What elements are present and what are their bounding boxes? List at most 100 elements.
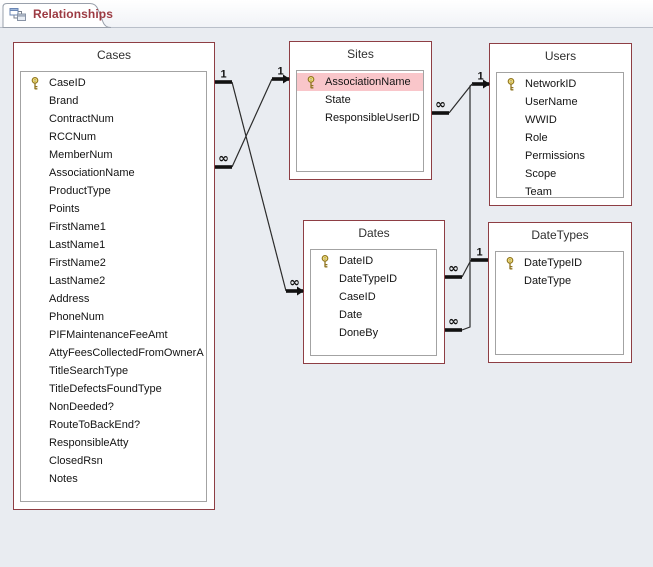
field-name: DateTypeID (524, 257, 583, 269)
table-box-sites[interactable]: Sites AssociationName State ResponsibleU… (289, 41, 432, 180)
field-name: DateTypeID (339, 273, 398, 285)
table-title: Users (544, 49, 577, 63)
field-name: Points (49, 203, 80, 215)
field-row[interactable]: LastName1 (21, 236, 206, 254)
field-row[interactable]: DoneBy (311, 324, 436, 342)
field-name: Address (49, 293, 90, 305)
field-row[interactable]: State (297, 91, 423, 109)
field-row[interactable]: Role (497, 129, 623, 147)
field-name: AssociationName (325, 76, 411, 88)
field-row[interactable]: FirstName2 (21, 254, 206, 272)
table-box-users[interactable]: Users NetworkID UserName WWID Role (489, 43, 632, 206)
table-title: Dates (358, 226, 390, 240)
field-name: RouteToBackEnd? (49, 419, 141, 431)
field-name: Team (525, 186, 552, 198)
table-title: DateTypes (531, 228, 589, 242)
field-row[interactable]: DateID (311, 252, 436, 270)
field-name: DoneBy (339, 327, 379, 339)
field-name: ProductType (49, 185, 111, 197)
field-row[interactable]: ContractNum (21, 110, 206, 128)
field-name: WWID (525, 114, 557, 126)
field-row[interactable]: AttyFeesCollectedFromOwnerA (21, 344, 206, 362)
field-row[interactable]: CaseID (311, 288, 436, 306)
field-row[interactable]: NonDeeded? (21, 398, 206, 416)
field-row[interactable]: Team (497, 183, 623, 198)
field-row[interactable]: RCCNum (21, 128, 206, 146)
field-name: Role (525, 132, 548, 144)
field-name: NetworkID (525, 78, 577, 90)
field-row[interactable]: ClosedRsn (21, 452, 206, 470)
field-name: Date (339, 309, 363, 321)
field-row[interactable]: DateType (496, 272, 623, 290)
field-name: Notes (49, 473, 78, 485)
field-name: ResponsibleUserID (325, 112, 420, 124)
table-box-datetypes[interactable]: DateTypes DateTypeID DateType (488, 222, 632, 363)
field-row[interactable]: Notes (21, 470, 206, 488)
field-row[interactable]: CaseID (21, 74, 206, 92)
field-row[interactable]: ResponsibleAtty (21, 434, 206, 452)
object-tab-bar: Relationships (0, 0, 653, 28)
field-row[interactable]: TitleDefectsFoundType (21, 380, 206, 398)
field-row[interactable]: ResponsibleUserID (297, 109, 423, 127)
field-list: DateTypeID DateType (495, 251, 624, 355)
field-name: MemberNum (49, 149, 113, 161)
field-name: UserName (525, 96, 578, 108)
key-icon (321, 254, 329, 267)
key-icon (506, 256, 514, 269)
field-row[interactable]: Date (311, 306, 436, 324)
key-icon (507, 77, 515, 90)
field-name: ContractNum (49, 113, 114, 125)
field-name: Permissions (525, 150, 585, 162)
field-row[interactable]: RouteToBackEnd? (21, 416, 206, 434)
field-name: ResponsibleAtty (49, 437, 129, 449)
field-row[interactable]: PhoneNum (21, 308, 206, 326)
field-name: Brand (49, 95, 79, 107)
field-row[interactable]: Points (21, 200, 206, 218)
field-row[interactable]: DateTypeID (311, 270, 436, 288)
field-name: CaseID (339, 291, 376, 303)
field-row[interactable]: WWID (497, 111, 623, 129)
field-row[interactable]: AssociationName (21, 164, 206, 182)
field-name: NonDeeded? (49, 401, 114, 413)
field-row[interactable]: ProductType (21, 182, 206, 200)
table-box-cases[interactable]: Cases CaseID Brand ContractNum RCCNum (13, 42, 215, 510)
field-row[interactable]: AssociationName (297, 73, 423, 91)
field-name: CaseID (49, 77, 86, 89)
field-row[interactable]: TitleSearchType (21, 362, 206, 380)
field-name: TitleDefectsFoundType (49, 383, 162, 395)
tab-relationships-content[interactable]: Relationships (9, 5, 113, 22)
tab-relationships[interactable] (0, 0, 130, 28)
field-name: TitleSearchType (49, 365, 129, 377)
field-name: FirstName2 (49, 257, 106, 269)
field-name: DateType (524, 275, 572, 287)
field-list: DateID DateTypeID CaseID Date DoneBy (310, 249, 437, 356)
table-box-dates[interactable]: Dates DateID DateTypeID CaseID Date (303, 220, 445, 364)
field-row[interactable]: LastName2 (21, 272, 206, 290)
field-row[interactable]: FirstName1 (21, 218, 206, 236)
field-name: AttyFeesCollectedFromOwnerA (49, 347, 204, 359)
table-title: Sites (347, 47, 374, 61)
field-name: Scope (525, 168, 557, 180)
field-name: PIFMaintenanceFeeAmt (49, 329, 168, 341)
field-row[interactable]: MemberNum (21, 146, 206, 164)
table-title: Cases (96, 48, 131, 62)
field-row[interactable]: PIFMaintenanceFeeAmt (21, 326, 206, 344)
field-name: ClosedRsn (49, 455, 103, 467)
field-name: FirstName1 (49, 221, 106, 233)
field-row[interactable]: UserName (497, 93, 623, 111)
field-row[interactable]: Brand (21, 92, 206, 110)
field-name: LastName1 (49, 239, 106, 251)
relationships-diagram-icon (9, 8, 26, 21)
field-name: AssociationName (49, 167, 135, 179)
field-name: LastName2 (49, 275, 106, 287)
field-name: State (325, 94, 351, 106)
tab-label: Relationships (33, 6, 113, 21)
field-row[interactable]: Permissions (497, 147, 623, 165)
field-row[interactable]: DateTypeID (496, 254, 623, 272)
field-row[interactable]: NetworkID (497, 75, 623, 93)
field-row[interactable]: Address (21, 290, 206, 308)
key-icon (307, 75, 315, 88)
field-list: AssociationName State ResponsibleUserID (296, 70, 424, 172)
field-row[interactable]: Scope (497, 165, 623, 183)
key-icon (31, 76, 39, 89)
